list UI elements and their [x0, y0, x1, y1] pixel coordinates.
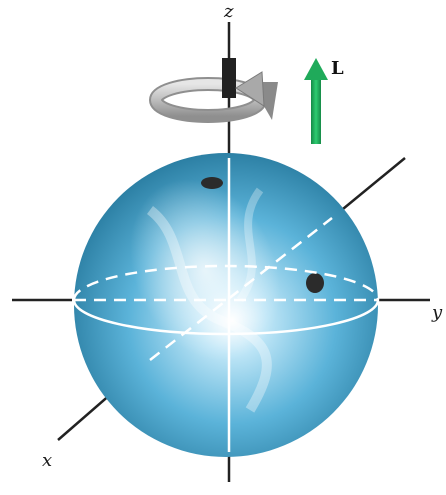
curved-rotation-arrow-icon: [149, 58, 278, 123]
equator-front: [72, 299, 380, 336]
x-axis-label: x: [42, 450, 52, 471]
finger-hole-top: [201, 177, 223, 189]
finger-hole-right: [306, 273, 324, 293]
diagonal-axis-upper: [331, 157, 406, 219]
equator-back: [72, 264, 380, 301]
bowling-ball-sphere: [72, 153, 380, 457]
upward-arrow-icon: [304, 58, 328, 144]
z-axis-label: z: [223, 1, 234, 22]
angular-momentum-label: L: [331, 58, 344, 79]
y-axis-label: y: [431, 302, 443, 323]
